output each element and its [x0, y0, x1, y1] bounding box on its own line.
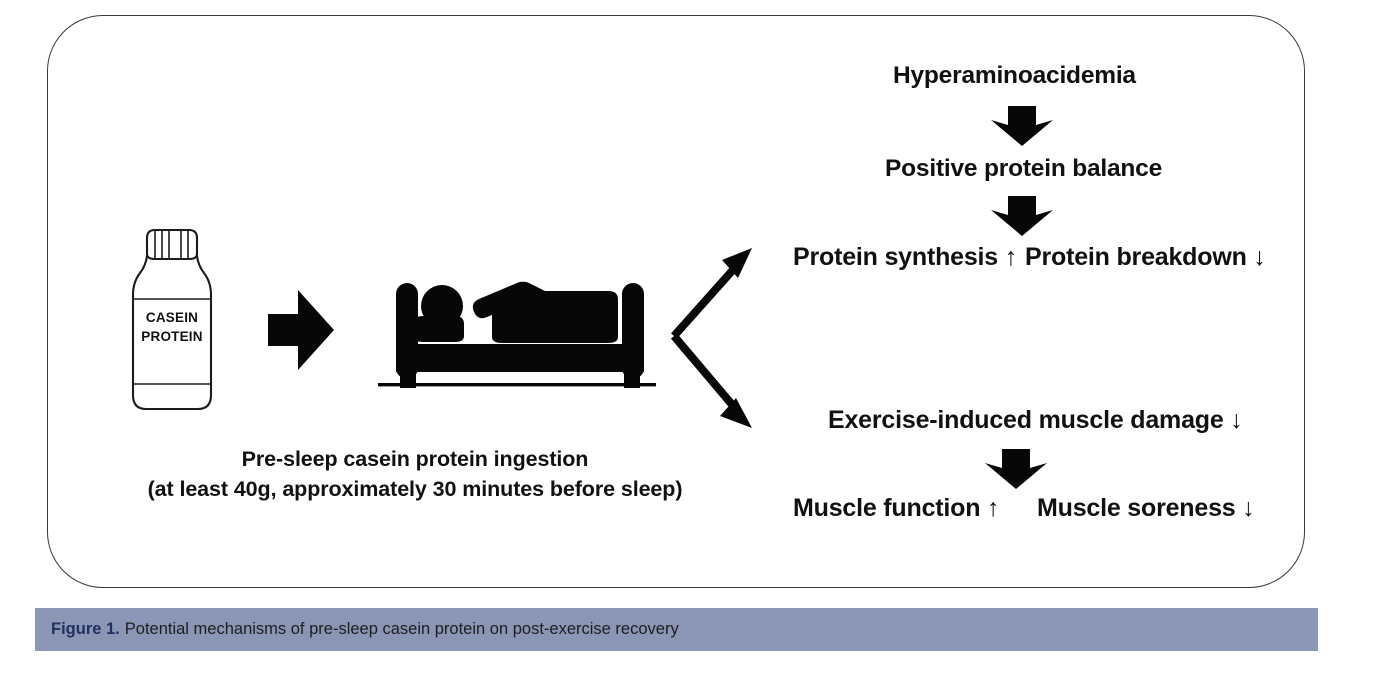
- block-arrow-down-icon-1: [991, 106, 1053, 146]
- outcome-muscle-function: Muscle function ↑: [793, 494, 1000, 522]
- block-arrow-right-icon: [268, 288, 334, 372]
- intervention-caption: Pre-sleep casein protein ingestion (at l…: [135, 444, 695, 504]
- outcome-protein-synthesis: Protein synthesis ↑: [793, 243, 1018, 271]
- flow-step-positive-protein-balance: Positive protein balance: [885, 155, 1163, 182]
- figure-number-label: Figure 1.: [51, 620, 120, 638]
- block-arrow-down-icon-2: [991, 196, 1053, 236]
- figure-frame: [47, 15, 1305, 588]
- figure-caption-bar: Figure 1. Potential mechanisms of pre-sl…: [35, 608, 1318, 651]
- flow-step-exercise-induced-muscle-damage: Exercise-induced muscle damage ↓: [828, 406, 1243, 434]
- intervention-line-2: (at least 40g, approximately 30 minutes …: [147, 477, 683, 501]
- branching-arrows-icon: [660, 238, 770, 438]
- intervention-line-1: Pre-sleep casein protein ingestion: [241, 447, 589, 471]
- bottle-label-line-2: PROTEIN: [141, 329, 203, 344]
- figure-caption-text: Potential mechanisms of pre-sleep casein…: [124, 620, 679, 638]
- bottle-label-line-1: CASEIN: [145, 310, 199, 325]
- outcome-muscle-soreness: Muscle soreness ↓: [1037, 494, 1255, 522]
- bottle-label: CASEIN PROTEIN: [120, 308, 224, 346]
- protein-bottle-icon: [120, 216, 224, 426]
- flow-step-hyperaminoacidemia: Hyperaminoacidemia: [893, 62, 1136, 89]
- sleeping-person-bed-icon: [370, 272, 662, 392]
- outcome-protein-breakdown: Protein breakdown ↓: [1025, 243, 1266, 271]
- block-arrow-down-icon-3: [985, 449, 1047, 489]
